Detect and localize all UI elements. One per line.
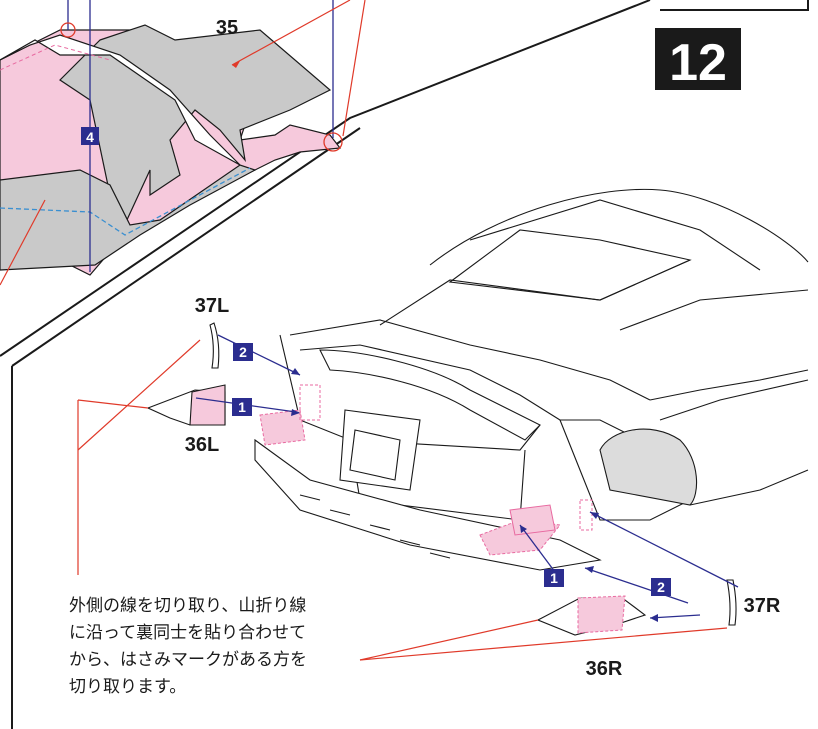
step-2-right-badge: 2 <box>651 578 671 596</box>
instruction-callout-leaders <box>77 339 728 661</box>
part-label-36L: 36L <box>185 434 219 456</box>
part-label-37L: 37L <box>195 295 229 317</box>
part-36L <box>146 384 226 426</box>
stage-number-badge: 12 <box>655 28 741 92</box>
step-1-left-number: 1 <box>238 399 246 415</box>
instruction-line-1: 外側の線を切り取り、山折り線 <box>69 596 306 616</box>
step-4-badge: 4 <box>81 127 99 145</box>
part-37R <box>726 579 737 626</box>
step-1-right-number: 1 <box>550 570 558 586</box>
part-35-assembly: 4 35 <box>0 0 366 286</box>
step-1-left-badge: 1 <box>232 398 252 416</box>
part-label-37R: 37R <box>744 595 781 617</box>
instruction-line-3: から、はさみマークがある方を <box>69 650 307 670</box>
instruction-line-4: 切り取ります。 <box>69 677 186 697</box>
step-leaders <box>195 334 739 619</box>
step-2-left-badge: 2 <box>233 343 253 361</box>
instruction-line-2: に沿って裏同士を貼り合わせて <box>69 622 306 643</box>
step-1-right-badge: 1 <box>544 569 564 587</box>
part-37L <box>209 322 220 369</box>
step-2-left-number: 2 <box>239 344 247 360</box>
instruction-note: 外側の線を切り取り、山折り線 に沿って裏同士を貼り合わせて から、はさみマークが… <box>69 596 307 697</box>
part-36R <box>536 595 647 636</box>
part-label-35: 35 <box>216 17 238 39</box>
step-2-right-number: 2 <box>657 579 665 595</box>
stage-number: 12 <box>669 34 727 92</box>
step-4-number: 4 <box>86 129 94 145</box>
part-label-36R: 36R <box>586 658 623 680</box>
step-arrowheads <box>291 368 658 622</box>
